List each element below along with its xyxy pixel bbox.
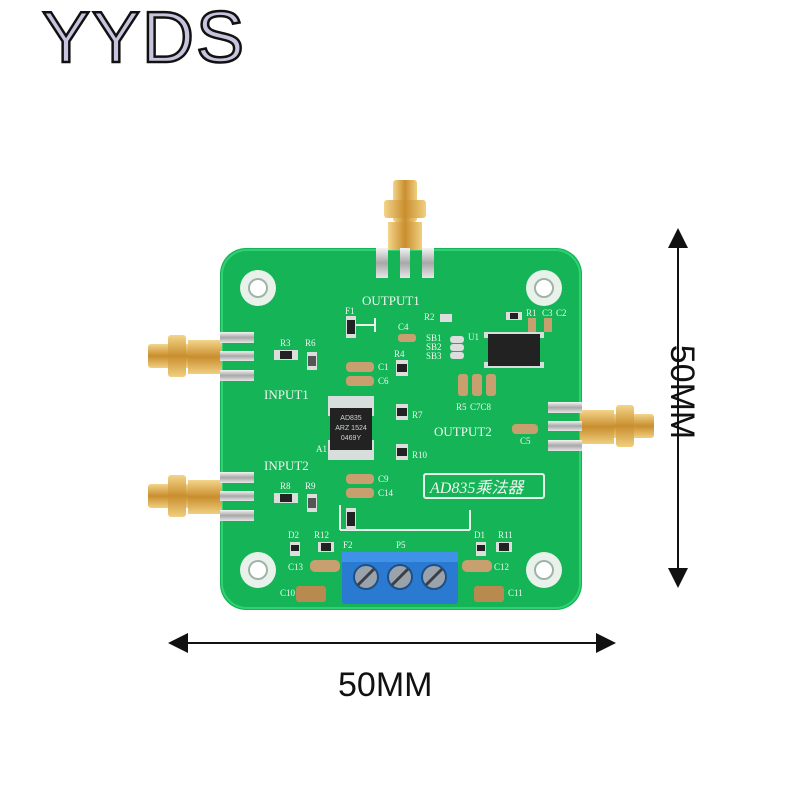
- label-r10: R10: [412, 450, 428, 460]
- sma-connector-input1: [148, 332, 254, 381]
- label-u1: U1: [468, 332, 479, 342]
- label-d1: D1: [474, 530, 485, 540]
- label-r11: R11: [498, 530, 513, 540]
- label-sb3: SB3: [426, 351, 442, 361]
- label-c14: C14: [378, 488, 394, 498]
- label-input2: INPUT2: [264, 458, 309, 473]
- label-f1: F1: [345, 306, 355, 316]
- mounting-hole: [240, 270, 276, 306]
- sma-connector-input2: [148, 472, 254, 521]
- label-c4: C4: [398, 322, 409, 332]
- label-c9: C9: [378, 474, 389, 484]
- silkscreen-traces: [339, 318, 545, 531]
- label-r1: R1: [526, 308, 537, 318]
- mounting-hole: [526, 270, 562, 306]
- label-r3: R3: [280, 338, 291, 348]
- label-r9: R9: [305, 481, 316, 491]
- sma-connector-output1: [376, 180, 434, 278]
- chip-marking-1: AD835: [340, 415, 362, 422]
- label-c3: C3: [542, 308, 553, 318]
- label-r6: R6: [305, 338, 316, 348]
- label-r8: R8: [280, 481, 291, 491]
- mounting-hole: [526, 552, 562, 588]
- label-c13: C13: [288, 562, 304, 572]
- mounting-hole: [240, 552, 276, 588]
- label-c2: C2: [556, 308, 567, 318]
- label-c6: C6: [378, 376, 389, 386]
- label-r5: R5: [456, 402, 467, 412]
- label-c11: C11: [508, 588, 523, 598]
- label-c5: C5: [520, 436, 531, 446]
- label-r4: R4: [394, 349, 405, 359]
- ad835-chip: AD835 ARZ 1524 0469Y: [328, 396, 374, 460]
- sma-connector-output2: [548, 402, 654, 451]
- brand-logo: YYDS: [41, 0, 247, 78]
- label-a1: A1: [316, 444, 327, 454]
- u1-chip: [484, 332, 544, 368]
- label-f2: F2: [343, 540, 353, 550]
- board-title: AD835乘法器: [429, 479, 525, 497]
- label-sb2: SB2: [426, 342, 442, 352]
- width-dimension-label: 50MM: [338, 666, 433, 704]
- chip-marking-2: ARZ 1524: [335, 425, 367, 432]
- label-p5: P5: [396, 540, 406, 550]
- label-output1: OUTPUT1: [362, 293, 420, 308]
- label-c10: C10: [280, 588, 296, 598]
- smd-components: [274, 312, 552, 602]
- label-r12: R12: [314, 530, 329, 540]
- label-c1: C1: [378, 362, 389, 372]
- label-r2: R2: [424, 312, 435, 322]
- label-output2: OUTPUT2: [434, 424, 492, 439]
- label-c7c8: C7C8: [470, 402, 492, 412]
- chip-marking-3: 0469Y: [341, 435, 362, 442]
- label-input1: INPUT1: [264, 387, 309, 402]
- label-sb1: SB1: [426, 333, 442, 343]
- label-c12: C12: [494, 562, 509, 572]
- screw-terminal-p5: [342, 552, 458, 604]
- label-d2: D2: [288, 530, 299, 540]
- label-r7: R7: [412, 410, 423, 420]
